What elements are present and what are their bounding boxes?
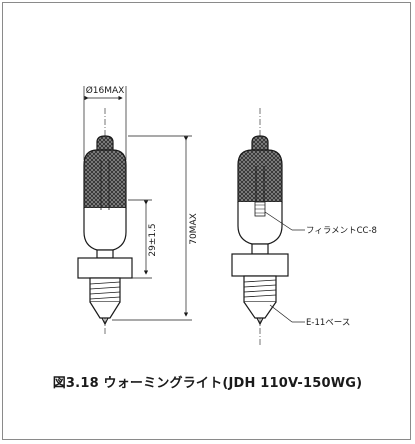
height-dimension-label: 29±1.5 <box>148 223 158 256</box>
base-callout-label: E-11ベース <box>306 318 350 328</box>
right-callouts <box>264 211 305 323</box>
figure-caption: 図3.18 ウォーミングライト(JDH 110V-150WG) <box>52 376 363 391</box>
filament-callout-label: フィラメントCC-8 <box>306 226 377 236</box>
left-lamp <box>77 108 133 335</box>
diameter-dimension-label: Ø16MAX <box>86 85 125 96</box>
figure-frame <box>2 2 411 440</box>
left-dimensions <box>83 86 192 321</box>
right-lamp <box>231 108 289 345</box>
total-length-dimension-label: 70MAX <box>189 213 199 245</box>
